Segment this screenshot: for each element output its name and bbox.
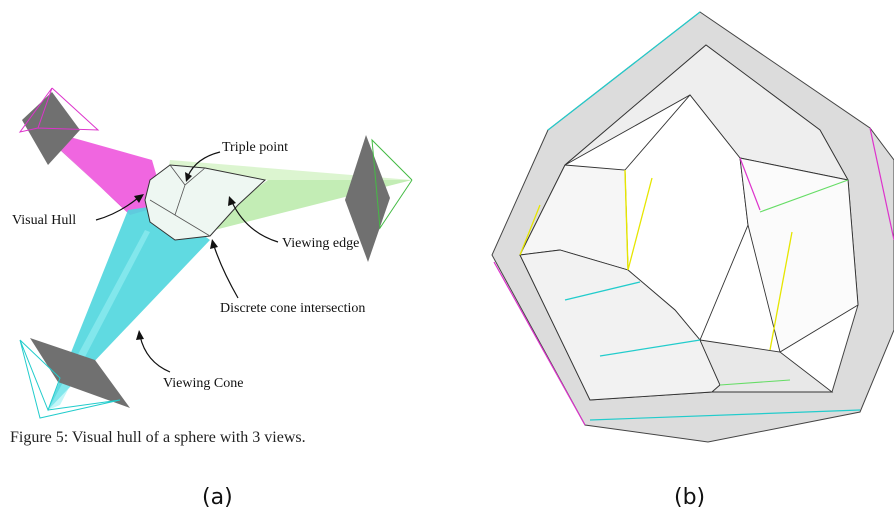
arrowhead-visual-hull bbox=[134, 194, 144, 203]
camera-frustum-bottom bbox=[19, 339, 121, 419]
label-triple-point: Triple point bbox=[222, 140, 288, 155]
viewing-edge-yellow-2 bbox=[769, 231, 793, 351]
arrowhead-viewing-cone bbox=[136, 330, 144, 340]
viewing-edge-cyan-4 bbox=[589, 409, 861, 421]
hull-facet-lines bbox=[149, 164, 211, 237]
viewing-edge-green-1 bbox=[759, 179, 849, 213]
viewing-edge-cyan-3 bbox=[547, 11, 701, 131]
label-discrete-cone-intersection: Discrete cone intersection bbox=[220, 301, 365, 316]
viewing-edges-yellow bbox=[624, 169, 629, 271]
viewing-edge-cyan-2 bbox=[599, 339, 701, 357]
camera-frustum-top-left bbox=[18, 87, 100, 133]
hull-right-face bbox=[739, 157, 859, 353]
panel-a-label: (a) bbox=[202, 485, 233, 510]
arrowhead-viewing-edge bbox=[228, 196, 236, 206]
viewing-edge-yellow-1 bbox=[627, 177, 653, 271]
arrowhead-triple-point bbox=[185, 172, 192, 182]
label-viewing-cone: Viewing Cone bbox=[163, 376, 243, 391]
arrow-visual-hull bbox=[95, 197, 139, 221]
arrow-discrete-cone bbox=[213, 245, 239, 299]
hull-lower-right-face bbox=[699, 339, 834, 393]
magenta-viewing-cone bbox=[38, 128, 165, 215]
viewing-edge-green-2 bbox=[719, 379, 791, 386]
viewing-edge-cyan-1 bbox=[564, 281, 641, 301]
arrow-viewing-cone bbox=[139, 335, 171, 373]
arrow-triple-point bbox=[187, 151, 221, 177]
label-viewing-edge: Viewing edge bbox=[282, 236, 359, 251]
panel-a-illustration bbox=[18, 87, 413, 419]
arrow-viewing-edge bbox=[231, 201, 279, 243]
camera-plane-bottom bbox=[30, 338, 130, 408]
viewing-edge-magenta-3 bbox=[739, 157, 761, 211]
camera-plane-right bbox=[345, 135, 390, 262]
viewing-edge-yellow-3 bbox=[519, 204, 541, 256]
arrowhead-discrete-cone bbox=[210, 239, 218, 249]
camera-frustum-right bbox=[371, 138, 413, 230]
label-visual-hull: Visual Hull bbox=[12, 213, 76, 228]
panel-a-annotations: Triple point Visual Hull Viewing edge Di… bbox=[10, 140, 365, 446]
viewing-edge-magenta-2 bbox=[493, 261, 586, 426]
panel-b-label: (b) bbox=[674, 485, 705, 510]
visual-hull-core bbox=[144, 164, 267, 241]
viewing-edge-magenta-1 bbox=[869, 127, 894, 241]
panel-b-illustration bbox=[491, 11, 894, 443]
figure-caption: Figure 5: Visual hull of a sphere with 3… bbox=[10, 429, 306, 446]
